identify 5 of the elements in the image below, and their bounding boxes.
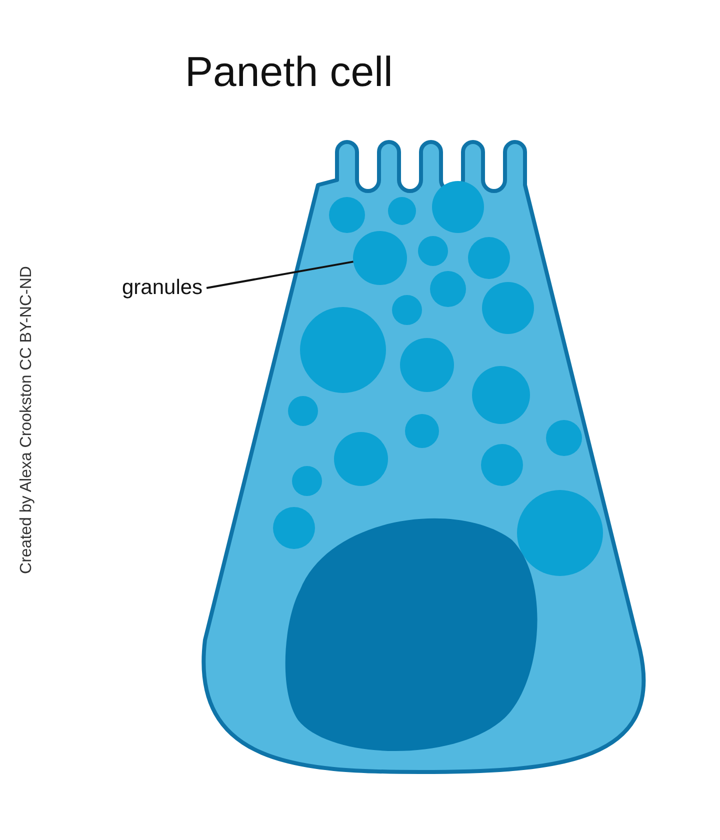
granule xyxy=(353,231,407,285)
leader-line xyxy=(206,260,354,289)
title: Paneth cell xyxy=(185,48,393,96)
part-label: granules xyxy=(122,276,203,300)
attribution-text: Created by Alexa Crookston CC BY-NC-ND xyxy=(18,266,36,574)
